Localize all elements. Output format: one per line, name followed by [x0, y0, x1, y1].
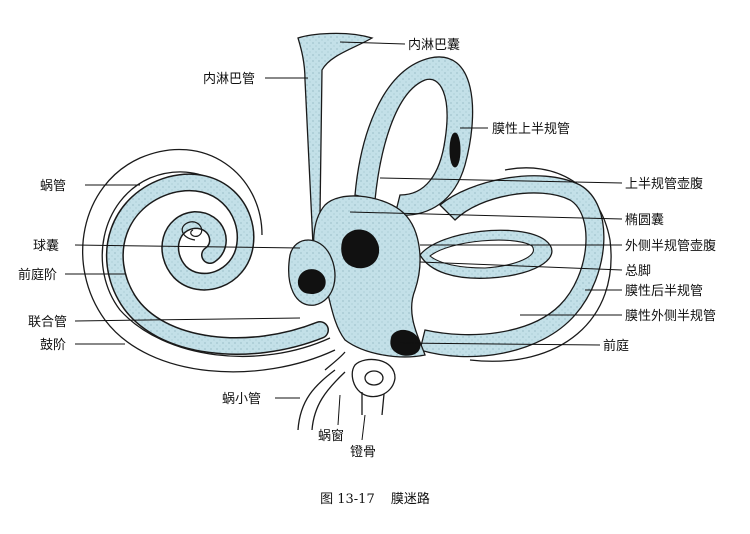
- endolymphatic-system: [297, 32, 374, 246]
- figure-number: 图 13-17: [320, 492, 375, 507]
- label-lateral-canal-ampulla: 外侧半规管壶腹: [625, 238, 716, 254]
- label-membranous-superior-canal: 膜性上半规管: [492, 122, 570, 137]
- label-ductus-reuniens: 联合管: [28, 315, 67, 330]
- label-cochlear-aqueduct: 蜗小管: [222, 391, 261, 407]
- cochlear-aqueduct: [297, 369, 346, 431]
- label-membranous-lateral-canal: 膜性外侧半规管: [625, 309, 716, 324]
- label-vestibule: 前庭: [603, 338, 629, 354]
- label-stapes: 镫骨: [350, 445, 376, 460]
- label-utricle: 椭圆囊: [625, 212, 664, 228]
- lateral-canal: [419, 229, 553, 279]
- label-cochlear-window: 蜗窗: [318, 428, 344, 444]
- label-membranous-posterior-canal: 膜性后半规管: [625, 284, 703, 299]
- label-saccule: 球囊: [33, 238, 59, 254]
- label-superior-canal-ampulla: 上半规管壶腹: [625, 176, 703, 192]
- figure-caption: 图 13-17 膜迷路: [0, 488, 750, 507]
- label-scala-tympani: 鼓阶: [40, 338, 66, 353]
- cochlear-duct: [105, 173, 329, 355]
- label-scala-vestibuli: 前庭阶: [18, 267, 57, 283]
- stapes-window: [324, 351, 396, 416]
- label-endolymphatic-duct: 内淋巴管: [203, 71, 255, 87]
- label-common-crus: 总脚: [625, 263, 651, 279]
- labels: 内淋巴囊 内淋巴管 膜性上半规管 蜗管 上半规管壶腹 椭圆囊 球囊 外侧半规管壶…: [18, 37, 716, 460]
- label-endolymphatic-sac: 内淋巴囊: [408, 37, 460, 53]
- figure-title: 膜迷路: [390, 492, 430, 507]
- label-cochlear-duct: 蜗管: [40, 178, 66, 194]
- leader-lines: [65, 41, 623, 441]
